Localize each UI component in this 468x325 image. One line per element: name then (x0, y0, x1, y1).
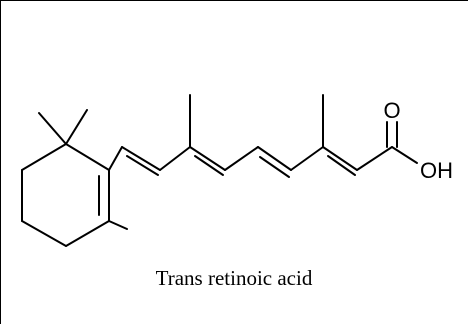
methyl-bond (108, 220, 128, 230)
chain-double-bond-inner (327, 155, 356, 176)
hydroxyl-bond (391, 146, 418, 164)
hydroxyl-atom-label: OH (420, 158, 453, 183)
chain-bond (356, 146, 393, 171)
methyl-bond (65, 109, 88, 145)
methyl-bond (38, 112, 67, 145)
figure-caption: Trans retinoic acid (155, 266, 313, 290)
ring-bond (21, 143, 67, 171)
chain-double-bond (322, 146, 358, 171)
ring-bond (65, 143, 110, 171)
chain-bond (159, 146, 191, 171)
ring-bond (65, 220, 110, 247)
chain-double-bond (121, 146, 161, 171)
chain-double-bond-inner (126, 155, 159, 176)
chain-bond (108, 146, 123, 171)
ring-bond (21, 220, 67, 247)
chain-bond (290, 146, 324, 171)
chain-double-bond-inner (194, 155, 224, 176)
chain-bond (224, 146, 259, 171)
chain-double-bond-inner (259, 156, 290, 178)
chain-double-bond (189, 146, 226, 171)
oxygen-atom-label: O (383, 98, 400, 123)
chain-double-bond (257, 146, 292, 171)
